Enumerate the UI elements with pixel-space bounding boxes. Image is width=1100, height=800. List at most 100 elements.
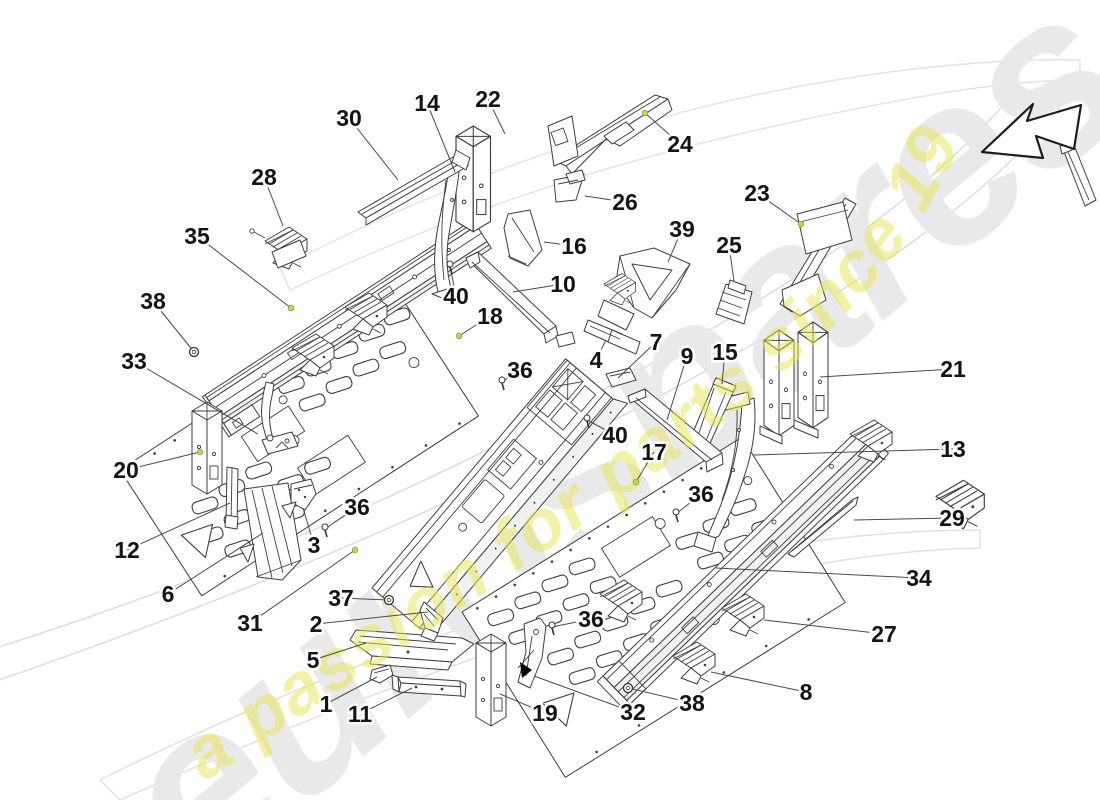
grommet-icon-38a [188, 346, 200, 358]
part-label-30[interactable]: 30 [334, 103, 365, 134]
leader-line-7 [617, 341, 657, 379]
leader-line-28 [263, 176, 284, 227]
leader-line-30 [348, 117, 399, 181]
part-33-latch-lever [261, 381, 299, 455]
part-label-38a[interactable]: 38 [138, 286, 169, 317]
part-label-3[interactable]: 3 [305, 530, 323, 561]
part-19-pillar-member [475, 633, 507, 727]
leader-line-39 [667, 228, 683, 263]
leader-line-38b [627, 687, 693, 704]
part-label-34[interactable]: 34 [904, 563, 935, 594]
leader-line-37 [340, 597, 390, 601]
right-panel-edge-holes [476, 443, 810, 754]
screw-icon-36c [672, 508, 680, 523]
part-label-15[interactable]: 15 [710, 337, 741, 368]
part-label-4[interactable]: 4 [587, 345, 605, 376]
part-label-12[interactable]: 12 [112, 535, 143, 566]
part-29-strip [787, 496, 859, 558]
leader-line-2 [315, 611, 429, 625]
marker-dot-31 [351, 546, 359, 554]
part-24-crossmember [547, 94, 673, 175]
part-label-10[interactable]: 10 [548, 269, 579, 300]
part-16-wedge-blade [503, 209, 543, 267]
leader-line-36d [551, 618, 592, 628]
part-label-2[interactable]: 2 [307, 609, 325, 640]
part-label-35[interactable]: 35 [182, 221, 213, 252]
leader-line-20 [125, 451, 201, 471]
part-label-25[interactable]: 25 [714, 230, 745, 261]
part-label-27[interactable]: 27 [869, 619, 900, 650]
part-label-37[interactable]: 37 [326, 583, 357, 614]
part-label-26[interactable]: 26 [610, 187, 641, 218]
part-label-29[interactable]: 29 [937, 503, 968, 534]
part-label-36b[interactable]: 36 [342, 492, 373, 523]
leader-line-25 [728, 244, 735, 282]
part-label-32[interactable]: 32 [618, 697, 649, 728]
part-label-31[interactable]: 31 [235, 608, 266, 639]
leader-line-36b [324, 506, 358, 530]
part-label-36c[interactable]: 36 [686, 479, 717, 510]
part-label-14[interactable]: 14 [412, 88, 443, 119]
part-5-flat-panel [349, 629, 475, 671]
leader-line-27 [763, 619, 885, 635]
part-25-bracket [715, 279, 753, 325]
part-label-22[interactable]: 22 [473, 84, 504, 115]
part-label-40b[interactable]: 40 [600, 420, 631, 451]
part-7-plate [605, 367, 637, 388]
part-label-6[interactable]: 6 [159, 579, 177, 610]
leader-line-24 [644, 112, 681, 145]
leader-line-34 [715, 567, 920, 579]
leader-line-22 [487, 98, 506, 135]
part-label-17[interactable]: 17 [639, 437, 670, 468]
part-label-24[interactable]: 24 [665, 129, 696, 160]
leader-line-31 [249, 549, 356, 624]
part-label-21[interactable]: 21 [938, 354, 969, 385]
part-label-18[interactable]: 18 [475, 301, 506, 332]
leader-line-3 [302, 507, 315, 546]
part-label-11[interactable]: 11 [345, 699, 375, 730]
part-20-pillar-member [191, 401, 223, 495]
part-11-bar [391, 674, 467, 698]
part-13-pillar-blade [693, 391, 756, 553]
part-30-rail [357, 149, 471, 226]
part-label-20[interactable]: 20 [111, 455, 142, 486]
part-label-40a[interactable]: 40 [441, 281, 472, 312]
part-15-strut [687, 377, 737, 453]
part-label-7[interactable]: 7 [647, 327, 665, 358]
part-label-16[interactable]: 16 [559, 231, 590, 262]
part-label-38b[interactable]: 38 [677, 688, 708, 719]
leader-line-6 [167, 532, 264, 595]
part-label-1[interactable]: 1 [317, 689, 335, 720]
part-label-36d[interactable]: 36 [576, 604, 607, 635]
part-label-33[interactable]: 33 [119, 346, 150, 377]
screw-icon-36d [548, 621, 556, 636]
screw-icon-40b [583, 414, 591, 429]
leader-line-19 [499, 693, 546, 714]
part-label-13[interactable]: 13 [938, 434, 969, 465]
part-centre-floor-assembly [371, 358, 629, 633]
part-label-36a[interactable]: 36 [505, 355, 536, 386]
part-label-5[interactable]: 5 [304, 645, 322, 676]
marker-dot-18 [455, 332, 463, 340]
part-label-19[interactable]: 19 [530, 698, 561, 729]
screw-icon-36a [498, 376, 506, 391]
part-12-strip [224, 466, 239, 530]
marker-dot-17 [632, 478, 640, 486]
leader-line-38a [152, 300, 195, 353]
part-label-8[interactable]: 8 [797, 677, 815, 708]
part-label-39[interactable]: 39 [667, 214, 698, 245]
leader-line-26 [584, 195, 626, 203]
leader-line-11 [359, 687, 413, 715]
direction-arrow-icon [980, 102, 1083, 160]
marker-dot-24 [641, 109, 649, 117]
part-9-box-beam [627, 388, 724, 473]
part-label-28[interactable]: 28 [249, 162, 280, 193]
leader-line-40b [586, 419, 616, 436]
part-23-pillar-panel [779, 197, 857, 317]
leader-line-23 [756, 192, 802, 225]
part-label-23[interactable]: 23 [742, 178, 773, 209]
part-label-9[interactable]: 9 [678, 341, 696, 372]
leader-line-16 [543, 241, 575, 247]
